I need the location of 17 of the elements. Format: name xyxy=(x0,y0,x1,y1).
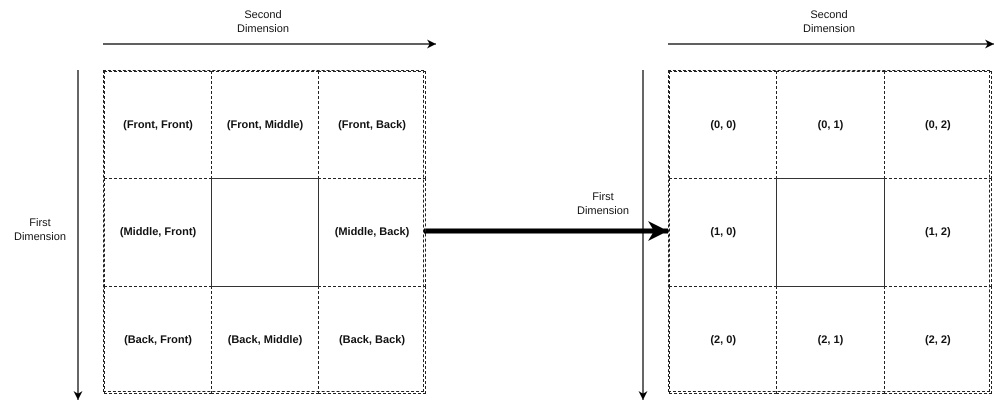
matrix-cell: (0, 2) xyxy=(884,71,992,180)
axis-label: First Dimension xyxy=(13,216,67,244)
matrix-cell xyxy=(211,178,319,287)
matrix-cell xyxy=(776,178,885,287)
matrix-cell: (Front, Front) xyxy=(104,71,212,180)
arrow xyxy=(424,221,668,241)
matrix-cell: (Front, Back) xyxy=(318,71,426,180)
axis-label: Second Dimension xyxy=(802,8,856,36)
axis-label: First Dimension xyxy=(576,190,630,218)
matrix-cell: (Back, Back) xyxy=(318,286,426,394)
matrix-cell: (Back, Front) xyxy=(104,286,212,394)
grid xyxy=(668,70,990,392)
axis-label: Second Dimension xyxy=(236,8,290,36)
matrix-cell: (2, 2) xyxy=(884,286,992,394)
matrix-cell: (0, 0) xyxy=(669,71,778,180)
matrix-cell: (2, 0) xyxy=(669,286,778,394)
grid xyxy=(103,70,424,392)
